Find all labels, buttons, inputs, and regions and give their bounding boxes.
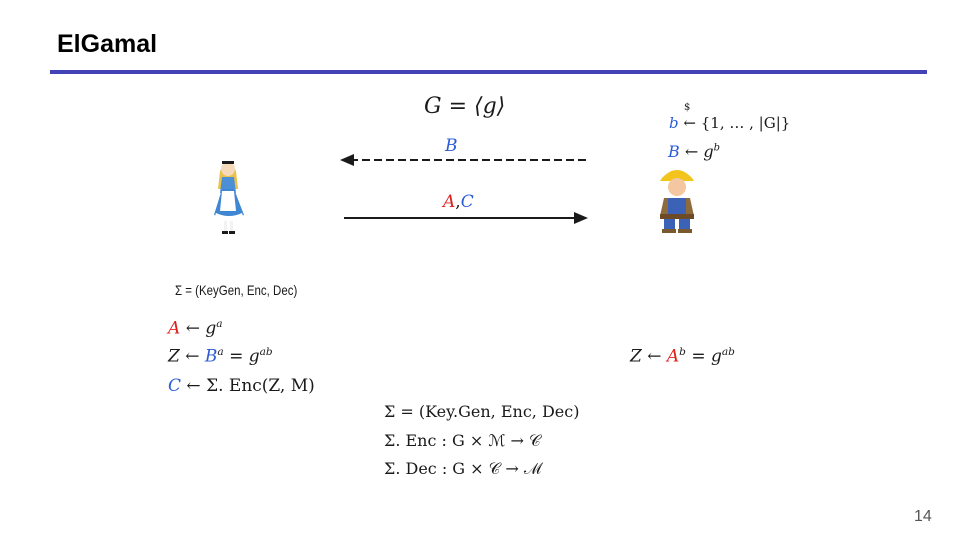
scheme-dec-signature: Σ. Dec : G × 𝒞 → ℳ [384, 459, 542, 478]
bob-step-Z: Z ← Ab = gab [630, 346, 735, 367]
message-arrows [340, 154, 588, 224]
bob-B-arrow: ← [684, 142, 699, 161]
bob-sample-step: b $ ← {1, … , |G|} [669, 102, 791, 132]
bob-B-base: g [703, 142, 714, 161]
bob-b-var: b [669, 114, 679, 132]
bob-B-exp: b [713, 142, 720, 154]
arrowhead-left-icon [340, 154, 354, 166]
title-underline [50, 70, 927, 74]
bob-b-set: {1, … , |G|} [700, 114, 791, 132]
random-dollar-mark: $ [684, 102, 691, 113]
bob-b-arrow: ← [683, 114, 696, 132]
scheme-definition: Σ = (Key.Gen, Enc, Dec) [384, 402, 580, 421]
group-definition: G = ⟨g⟩ [424, 94, 506, 119]
bob-builder-figure-icon [660, 170, 694, 233]
alice-step-C: C ← Σ. Enc(Z, M) [168, 376, 315, 396]
arrowhead-right-icon [574, 212, 588, 224]
slide-title: ElGamal [57, 30, 158, 58]
message-label-AC: A,C [443, 192, 474, 212]
page-number: 14 [914, 508, 932, 525]
message-label-A: A [443, 192, 456, 212]
alice-scheme-definition: Σ = (KeyGen, Enc, Dec) [175, 282, 298, 298]
message-label-C: C [460, 192, 474, 212]
alice-step-Z: Z ← Ba = gab [168, 346, 273, 367]
alice-step-A: A ← ga [168, 318, 223, 339]
alice-figure-icon [214, 161, 244, 234]
bob-public-step: B ← gb [668, 142, 720, 161]
message-label-B: B [445, 136, 458, 156]
bob-B-var: B [668, 142, 680, 161]
scheme-enc-signature: Σ. Enc : G × ℳ → 𝒞 [384, 431, 541, 450]
